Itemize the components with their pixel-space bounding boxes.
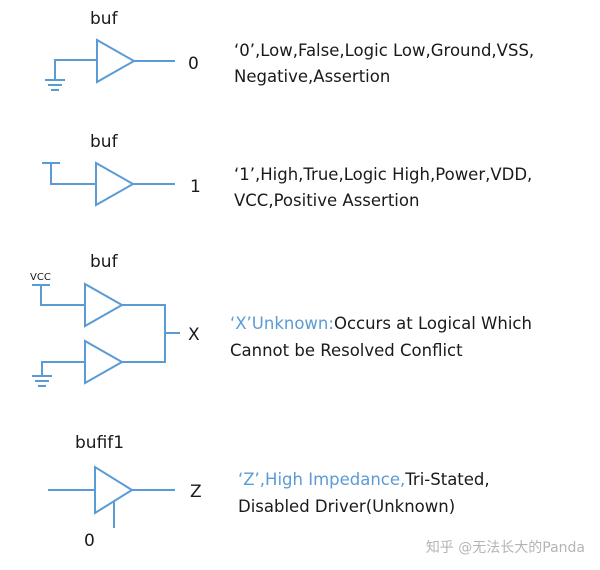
- upper-input-wire: [40, 285, 85, 306]
- output-value: X: [188, 325, 200, 345]
- row-logic-1: buf 1 ‘1’,High,True,Logic High,Power,VDD…: [42, 132, 532, 210]
- vcc-label: VCC: [30, 272, 51, 283]
- description-line-2: Negative,Assertion: [234, 67, 390, 86]
- buffer-gate: [96, 38, 137, 84]
- description-line-1: ‘X’Unknown:Occurs at Logical Which: [230, 314, 532, 333]
- description-line-1: ‘0’,Low,False,Logic Low,Ground,VSS,: [234, 41, 534, 60]
- description-highlight: ‘X’Unknown:: [230, 314, 334, 333]
- control-value: 0: [84, 531, 95, 551]
- gate-label-buf: buf: [90, 252, 119, 272]
- description-line-2: Disabled Driver(Unknown): [238, 497, 455, 516]
- description-line-2: Cannot be Resolved Conflict: [230, 341, 463, 360]
- upper-buffer-gate: [84, 282, 125, 328]
- lower-input-wire: [41, 361, 85, 376]
- lower-buffer-gate: [84, 339, 125, 385]
- output-value: Z: [190, 482, 202, 502]
- description-line-2: VCC,Positive Assertion: [234, 191, 419, 210]
- buffer-gate: [95, 161, 136, 207]
- gate-label-buf: buf: [90, 9, 119, 29]
- description-rest: Tri-Stated,: [404, 470, 489, 489]
- row-logic-z: bufif1 0 Z ‘Z’,High Impedance,Tri-Stated…: [48, 433, 490, 551]
- watermark: 知乎 @无法长大的Panda: [426, 539, 585, 556]
- row-logic-x: buf VCC X ‘X’Unknown:Occurs at Logical W…: [30, 252, 532, 387]
- description-rest: Occurs at Logical Which: [334, 314, 532, 333]
- description-line-1: ‘Z’,High Impedance,Tri-Stated,: [238, 470, 490, 489]
- description-line-1: ‘1’,High,True,Logic High,Power,VDD,: [234, 165, 532, 184]
- shared-output-net: [122, 304, 166, 363]
- gate-label-buf: buf: [90, 132, 119, 152]
- output-value: 1: [190, 177, 201, 197]
- input-wire: [54, 59, 97, 80]
- description-highlight: ‘Z’,High Impedance,: [238, 470, 405, 489]
- tristate-buffer-gate: [94, 465, 134, 515]
- gate-label-bufif1: bufif1: [75, 433, 124, 453]
- input-wire: [50, 163, 96, 185]
- output-value: 0: [188, 54, 199, 74]
- row-logic-0: buf 0 ‘0’,Low,False,Logic Low,Ground,VSS…: [45, 9, 534, 91]
